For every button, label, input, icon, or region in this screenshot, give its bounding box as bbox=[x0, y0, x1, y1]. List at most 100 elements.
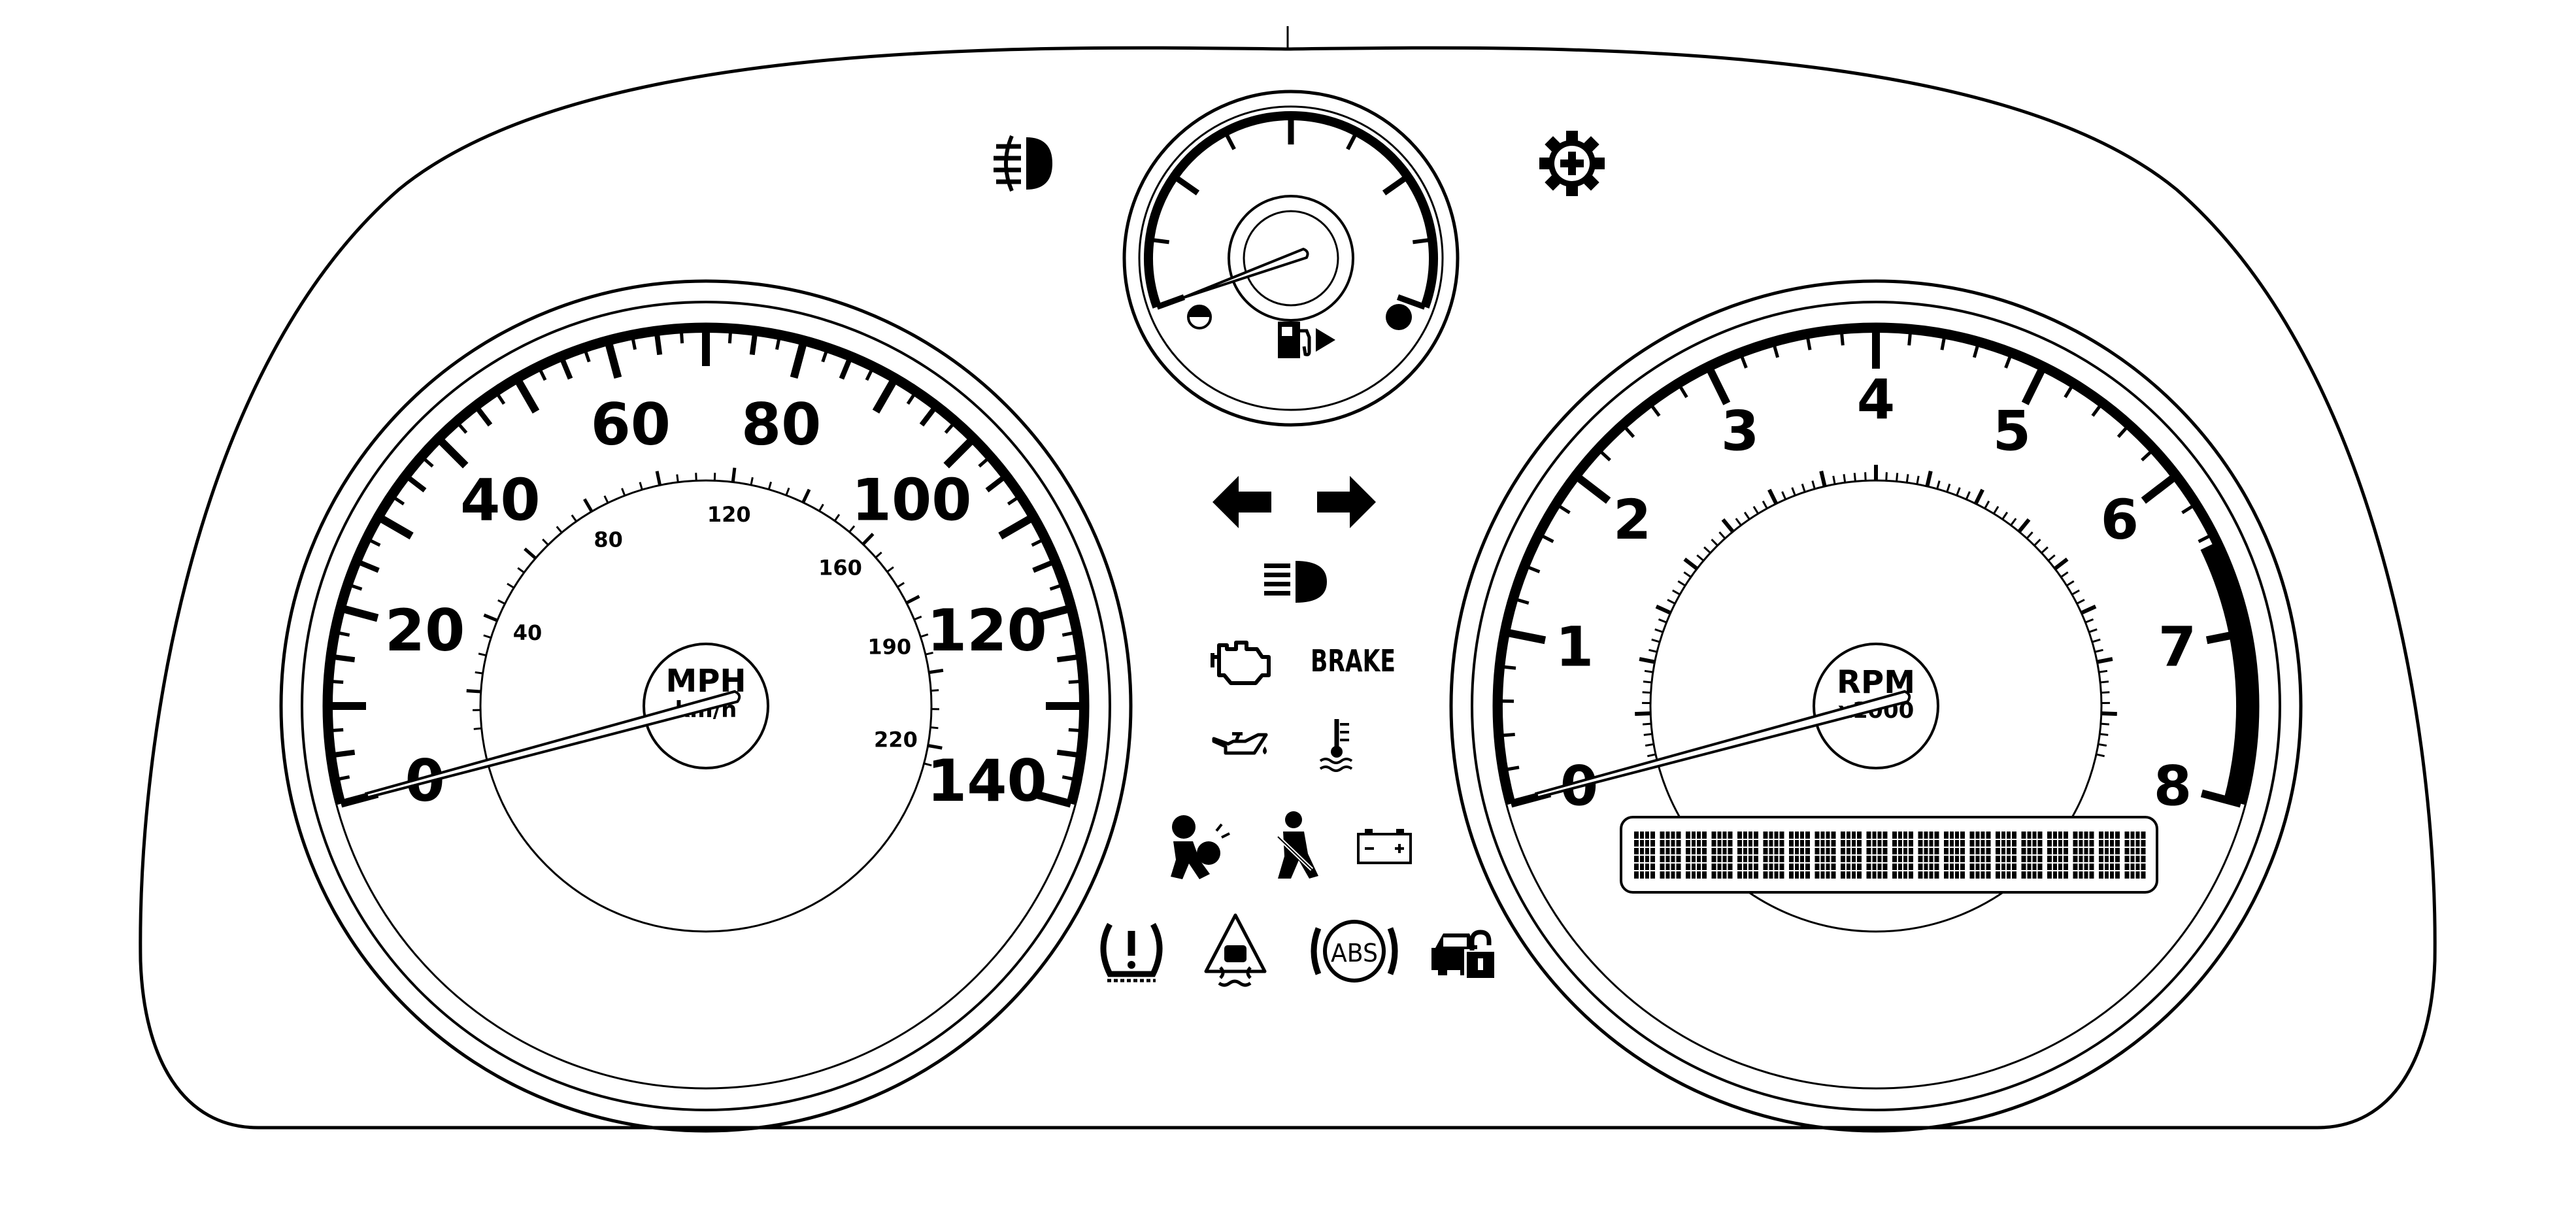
tachometer-label: 3 bbox=[1721, 399, 1759, 463]
speedometer-kmh-tick bbox=[475, 672, 483, 673]
tachometer-inner-tick bbox=[2011, 518, 2016, 525]
oil-pressure-icon bbox=[1214, 732, 1267, 754]
speedometer-major-tick bbox=[378, 517, 411, 536]
speedometer-mph-label: 100 bbox=[852, 466, 972, 533]
fuel-tick bbox=[1157, 297, 1184, 307]
speedometer-minor-tick bbox=[681, 329, 682, 343]
tachometer-inner-tick bbox=[1966, 492, 1969, 499]
speedometer-kmh-tick bbox=[931, 690, 939, 691]
tachometer-inner-tick bbox=[1652, 639, 1660, 642]
speedometer-kmh-tick bbox=[478, 654, 486, 656]
fuel-tick bbox=[1413, 240, 1432, 243]
tachometer-inner-tick bbox=[1712, 539, 1718, 545]
speedometer-kmh-label: 120 bbox=[707, 502, 751, 527]
speedometer-major-tick bbox=[876, 378, 895, 411]
speedometer-kmh-tick bbox=[835, 514, 839, 521]
tachometer-inner-tick bbox=[1645, 744, 1654, 745]
speedometer-mph-label: 120 bbox=[927, 597, 1047, 664]
speedometer-minor-tick bbox=[1069, 681, 1083, 682]
tachometer-inner-tick bbox=[1736, 518, 1741, 525]
traction-control-icon bbox=[1206, 915, 1265, 985]
tachometer-inner-tick bbox=[1927, 471, 1930, 486]
tachometer-inner-tick bbox=[1639, 659, 1655, 662]
speedometer-minor-tick bbox=[331, 657, 355, 660]
tachometer-major-tick bbox=[2025, 367, 2043, 404]
speedometer-kmh-tick bbox=[907, 596, 920, 603]
tachometer-inner-tick bbox=[1917, 476, 1918, 484]
tachometer-inner-tick bbox=[2101, 713, 2117, 714]
tachometer-inner-tick bbox=[1947, 484, 1950, 492]
tachometer-inner-tick bbox=[1655, 630, 1663, 632]
tachometer-major-tick bbox=[2143, 476, 2175, 501]
tachometer-inner-tick bbox=[1754, 507, 1758, 514]
tachometer-inner-tick bbox=[2049, 555, 2055, 560]
tachometer-label: 8 bbox=[2154, 754, 2192, 818]
speedometer-kmh-tick bbox=[786, 488, 789, 495]
tachometer-inner-tick bbox=[2081, 607, 2096, 613]
tachometer-minor-tick bbox=[2142, 450, 2154, 460]
speedometer-minor-tick bbox=[841, 357, 850, 378]
fuel-tick bbox=[1174, 176, 1197, 193]
tachometer-inner-tick bbox=[1833, 476, 1835, 484]
tachometer-inner-tick bbox=[1745, 513, 1749, 520]
speedometer-kmh-tick bbox=[876, 552, 882, 558]
tachometer-inner-tick bbox=[1658, 619, 1666, 622]
speedometer-kmh-tick bbox=[557, 526, 562, 532]
speedometer-kmh-tick bbox=[622, 488, 624, 496]
speedometer-minor-tick bbox=[329, 681, 343, 682]
tachometer-major-tick bbox=[1709, 367, 1726, 404]
speedometer-minor-tick bbox=[561, 357, 571, 378]
tachometer-inner-tick bbox=[1907, 474, 1908, 482]
tachometer-inner-tick bbox=[2095, 650, 2103, 652]
tachometer-minor-tick bbox=[1909, 329, 1911, 345]
check-engine-icon bbox=[1213, 643, 1269, 683]
fuel-full-dot bbox=[1386, 304, 1412, 330]
speedometer-minor-tick bbox=[657, 331, 660, 355]
speedometer-kmh-label: 80 bbox=[594, 528, 623, 552]
speedometer-kmh-tick bbox=[887, 567, 894, 572]
tachometer-inner-tick bbox=[1704, 547, 1711, 553]
speedometer-major-tick bbox=[1000, 517, 1033, 536]
speedometer-minor-tick bbox=[331, 752, 355, 756]
tachometer-inner-tick bbox=[1645, 671, 1653, 672]
tachometer-inner-tick bbox=[2067, 581, 2074, 586]
coolant-temp-icon bbox=[1320, 719, 1352, 771]
speedometer-kmh-tick bbox=[819, 504, 823, 511]
speedometer-kmh-tick bbox=[467, 691, 481, 692]
speedometer-kmh-tick bbox=[657, 471, 660, 486]
tachometer-inner-tick bbox=[2098, 744, 2107, 745]
speedometer-mph-label: 60 bbox=[591, 391, 671, 458]
speedometer-minor-tick bbox=[729, 329, 730, 343]
speedometer-kmh-tick bbox=[733, 468, 735, 482]
tire-pressure-icon bbox=[1103, 924, 1160, 981]
speedometer-kmh-tick bbox=[507, 584, 514, 588]
tachometer-minor-tick bbox=[1599, 450, 1611, 460]
tachometer-inner-tick bbox=[1985, 501, 1989, 509]
tachometer-needle bbox=[1536, 692, 1909, 798]
tachometer-inner-tick bbox=[1957, 488, 1960, 496]
speedometer-minor-tick bbox=[1057, 657, 1080, 660]
tachometer: 012345678 RPM x1000 bbox=[1451, 281, 2301, 1131]
tachometer-major-tick bbox=[1576, 476, 1608, 501]
speedometer-major-tick bbox=[946, 439, 973, 465]
tachometer-inner-tick bbox=[1994, 507, 1998, 514]
tachometer-inner-tick bbox=[1667, 599, 1675, 603]
tachometer-inner-tick bbox=[2099, 671, 2107, 672]
abs-label: ABS bbox=[1331, 939, 1378, 967]
tachometer-inner-tick bbox=[2077, 599, 2084, 603]
turn-left-arrow-icon bbox=[1213, 476, 1271, 528]
tachometer-inner-tick bbox=[1656, 607, 1671, 613]
tachometer-inner-tick bbox=[2072, 590, 2079, 594]
speedometer-kmh-tick bbox=[863, 534, 873, 545]
tachometer-inner-tick bbox=[1897, 473, 1898, 482]
speedometer-kmh-tick bbox=[518, 568, 524, 573]
speedometer-kmh-tick bbox=[605, 496, 608, 503]
tachometer-major-tick bbox=[1505, 632, 1545, 640]
tachometer-inner-tick bbox=[1844, 474, 1845, 482]
tachometer-label: 7 bbox=[2158, 614, 2196, 679]
speedometer-kmh-tick bbox=[897, 583, 904, 587]
speedometer-kmh-tick bbox=[543, 539, 548, 545]
tachometer-inner-tick bbox=[1854, 473, 1855, 482]
abs-icon: ABS bbox=[1314, 922, 1395, 981]
speedometer-mph-label: 20 bbox=[385, 597, 465, 664]
